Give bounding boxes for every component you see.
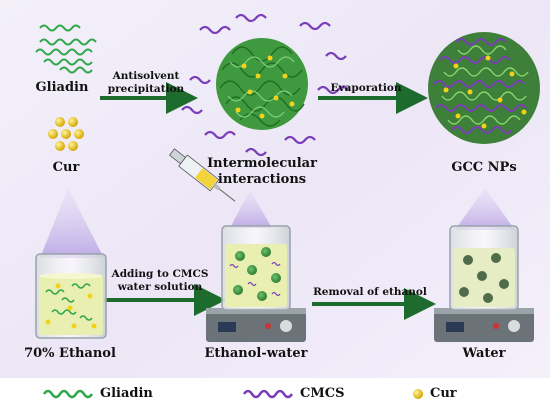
- legend-cur-icon: [413, 389, 423, 399]
- legend-gliadin-label: Gliadin: [100, 386, 153, 401]
- legend-cmcs-icon: [242, 389, 294, 399]
- beaker-ethanol: [35, 253, 107, 339]
- beam-complex-to-beaker: [230, 190, 272, 228]
- stirrer-hotplate-3: [434, 308, 534, 342]
- beaker-ethanol-water: [221, 225, 291, 311]
- adding-label-line2: water solution: [117, 281, 203, 293]
- syringe-icon: [168, 148, 236, 202]
- gcc-nps-label: GCC NPs: [451, 160, 517, 175]
- beaker-water: [449, 225, 519, 311]
- legend-cmcs-label: CMCS: [300, 386, 345, 401]
- adding-label-line1: Adding to CMCS: [111, 268, 209, 280]
- ethanol-water-label: Ethanol-water: [204, 346, 308, 361]
- gliadin-cmcs-complex-icon: [181, 13, 349, 157]
- removal-label: Removal of ethanol: [313, 286, 427, 298]
- intermolecular-label-line1: Intermolecular: [207, 156, 317, 171]
- beam-np-to-beaker: [455, 188, 515, 230]
- beam-cur-to-beaker: [40, 188, 104, 258]
- gcc-nanoparticle-icon: [428, 32, 540, 144]
- intermolecular-label-line2: interactions: [217, 172, 307, 187]
- gliadin-label: Gliadin: [35, 80, 89, 95]
- gliadin-strands-icon: [35, 24, 97, 74]
- ethanol70-label: 70% Ethanol: [24, 346, 116, 361]
- antisolvent-label-line1: Antisolvent: [112, 70, 180, 82]
- antisolvent-label-line2: precipitation: [107, 83, 185, 95]
- stirrer-hotplate-2: [206, 308, 306, 342]
- legend-cur-label: Cur: [430, 386, 457, 401]
- water-label: Water: [462, 346, 506, 361]
- evaporation-label: Evaporation: [330, 82, 402, 94]
- cur-label: Cur: [52, 160, 80, 175]
- legend-gliadin-icon: [42, 389, 94, 399]
- cur-dots-icon: [48, 117, 84, 151]
